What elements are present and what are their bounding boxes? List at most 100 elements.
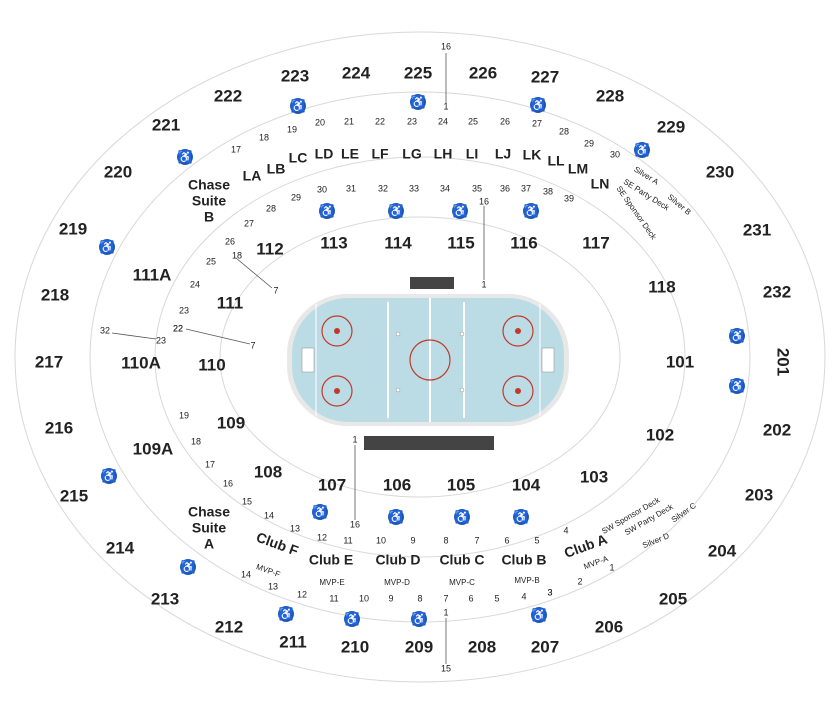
mvp-c[interactable]: MVP-C — [449, 578, 475, 587]
silver-c[interactable]: Silver C — [670, 501, 698, 525]
section-113[interactable]: 113 — [320, 233, 347, 252]
row-number: 2 — [577, 576, 582, 586]
mvp-b[interactable]: MVP-B — [514, 576, 539, 585]
faceoff-circle-top-left — [321, 315, 353, 347]
section-212[interactable]: 212 — [215, 617, 243, 636]
wheelchair-icon: ♿ — [634, 142, 650, 158]
loge-ld[interactable]: LD — [315, 146, 334, 162]
section-207[interactable]: 207 — [531, 637, 559, 656]
section-111A[interactable]: 111A — [133, 265, 172, 284]
section-204[interactable]: 204 — [708, 541, 737, 560]
silver-d[interactable]: Silver D — [641, 531, 671, 550]
section-228[interactable]: 228 — [596, 86, 624, 105]
club-c[interactable]: Club C — [439, 552, 484, 568]
section-226[interactable]: 226 — [469, 63, 497, 82]
section-205[interactable]: 205 — [659, 589, 687, 608]
section-224[interactable]: 224 — [342, 63, 371, 82]
row-number: 8 — [443, 535, 448, 545]
chase-suite-b[interactable]: Chase Suite B — [188, 177, 230, 225]
mvp-f[interactable]: MVP-F — [255, 562, 282, 579]
section-216[interactable]: 216 — [45, 418, 73, 437]
section-219[interactable]: 219 — [59, 219, 87, 238]
row-number: 15 — [242, 496, 252, 506]
chase-suite-a-line1: Chase — [188, 504, 230, 520]
section-211[interactable]: 211 — [279, 632, 306, 651]
section-203[interactable]: 203 — [745, 485, 773, 504]
loge-ln[interactable]: LN — [591, 176, 610, 192]
section-202[interactable]: 202 — [763, 420, 791, 439]
mvp-d[interactable]: MVP-D — [384, 578, 410, 587]
row-number: 17 — [205, 459, 215, 469]
neutral-dot — [395, 331, 401, 337]
svg-text:♿: ♿ — [635, 143, 650, 157]
chase-suite-a[interactable]: Chase Suite A — [188, 504, 230, 552]
section-220[interactable]: 220 — [104, 162, 132, 181]
section-222[interactable]: 222 — [214, 86, 242, 105]
section-108[interactable]: 108 — [254, 462, 282, 481]
section-116[interactable]: 116 — [510, 233, 537, 252]
accessibility-markers: ♿ ♿ ♿ ♿ ♿ ♿ ♿ ♿ ♿ ♿ ♿ ♿ ♿ ♿ ♿ ♿ ♿ ♿ ♿ ♿ … — [99, 94, 745, 627]
section-231[interactable]: 231 — [743, 220, 771, 239]
svg-text:♿: ♿ — [178, 150, 193, 164]
club-b[interactable]: Club B — [501, 552, 546, 568]
row-number: 31 — [346, 183, 356, 193]
section-218[interactable]: 218 — [41, 285, 69, 304]
section-229[interactable]: 229 — [657, 117, 685, 136]
section-102[interactable]: 102 — [646, 425, 674, 444]
svg-text:♿: ♿ — [524, 204, 539, 218]
section-112[interactable]: 112 — [256, 239, 283, 258]
faceoff-dot — [515, 388, 521, 394]
loge-lc[interactable]: LC — [289, 150, 308, 166]
section-201[interactable]: 201 — [774, 348, 793, 376]
section-217[interactable]: 217 — [35, 352, 63, 371]
mvp-a[interactable]: MVP-A — [582, 554, 610, 571]
club-d[interactable]: Club D — [375, 552, 420, 568]
section-105[interactable]: 105 — [447, 475, 475, 494]
mvp-e[interactable]: MVP-E — [319, 578, 344, 587]
section-109A[interactable]: 109A — [133, 439, 174, 458]
section-208[interactable]: 208 — [468, 637, 496, 656]
section-101[interactable]: 101 — [666, 352, 694, 371]
section-215[interactable]: 215 — [60, 486, 88, 505]
section-107[interactable]: 107 — [318, 475, 346, 494]
section-103[interactable]: 103 — [580, 467, 608, 486]
section-104[interactable]: 104 — [512, 475, 541, 494]
section-118[interactable]: 118 — [648, 277, 675, 296]
section-230[interactable]: 230 — [706, 162, 734, 181]
section-109[interactable]: 109 — [217, 413, 245, 432]
section-227[interactable]: 227 — [531, 67, 559, 86]
section-206[interactable]: 206 — [595, 617, 623, 636]
section-110[interactable]: 110 — [198, 355, 225, 374]
section-111[interactable]: 111 — [217, 293, 244, 312]
section-117[interactable]: 117 — [582, 233, 609, 252]
loge-lf[interactable]: LF — [371, 146, 389, 162]
club-e[interactable]: Club E — [309, 552, 353, 568]
section-106[interactable]: 106 — [383, 475, 411, 494]
section-232[interactable]: 232 — [763, 282, 791, 301]
section-209[interactable]: 209 — [405, 637, 433, 656]
loge-lg[interactable]: LG — [402, 146, 422, 162]
section-213[interactable]: 213 — [151, 589, 179, 608]
section-214[interactable]: 214 — [106, 538, 135, 557]
loge-lh[interactable]: LH — [434, 146, 453, 162]
section-221[interactable]: 221 — [152, 115, 180, 134]
loge-ll[interactable]: LL — [547, 153, 565, 169]
section-210[interactable]: 210 — [341, 637, 369, 656]
wheelchair-icon: ♿ — [452, 203, 468, 219]
loge-lk[interactable]: LK — [523, 147, 542, 163]
loge-lj[interactable]: LJ — [495, 146, 511, 162]
loge-li[interactable]: LI — [466, 146, 478, 162]
wheelchair-icon: ♿ — [180, 559, 196, 575]
loge-le[interactable]: LE — [341, 146, 359, 162]
row-number: 17 — [231, 144, 241, 154]
loge-lb[interactable]: LB — [267, 161, 286, 177]
section-225[interactable]: 225 — [404, 63, 432, 82]
loge-lm[interactable]: LM — [568, 161, 588, 177]
section-223[interactable]: 223 — [281, 66, 309, 85]
section-114[interactable]: 114 — [384, 233, 412, 252]
wheelchair-icon: ♿ — [513, 509, 529, 525]
section-110A[interactable]: 110A — [121, 353, 161, 372]
section-115[interactable]: 115 — [447, 233, 474, 252]
loge-la[interactable]: LA — [243, 168, 262, 184]
